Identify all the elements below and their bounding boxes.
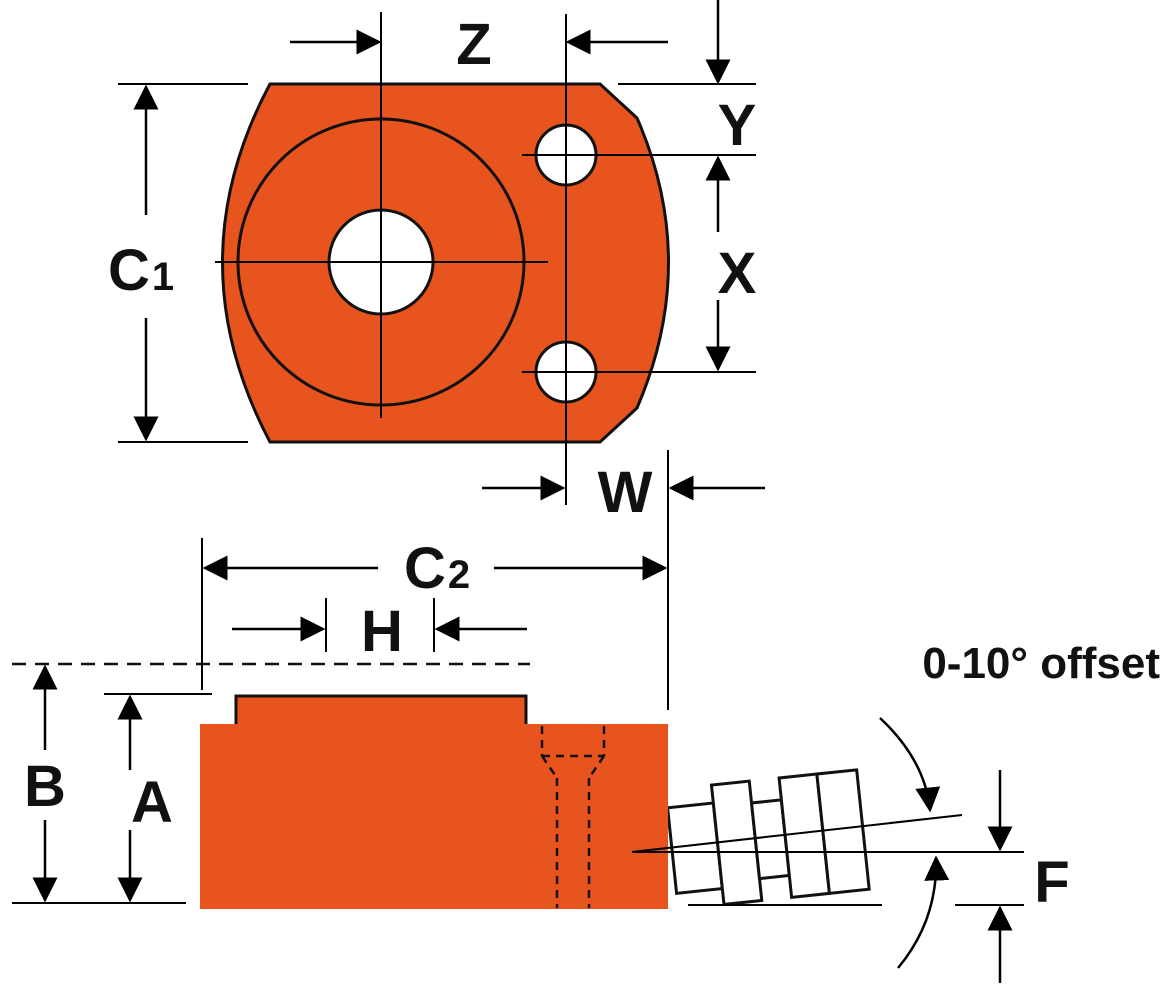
z-label: Z: [456, 12, 491, 77]
side-body: [200, 724, 668, 909]
offset-label: 0-10° offset: [922, 639, 1160, 688]
offset-arrow-upper: [879, 717, 941, 813]
f-label: F: [1034, 850, 1069, 915]
b-label: B: [24, 754, 66, 819]
offset-angle-line: [631, 814, 963, 853]
w-label: W: [598, 460, 653, 525]
top-button: [234, 694, 528, 730]
cable-fitting: [665, 768, 871, 907]
x-label: X: [718, 241, 757, 306]
offset-arrow-lower: [897, 855, 950, 969]
side-view: C2 H B A F 0-10° offset: [12, 536, 1160, 983]
y-label: Y: [718, 93, 757, 158]
h-label: H: [361, 599, 403, 664]
top-view: Z Y X W C1: [108, 0, 765, 710]
hidden-bolt-hole: [540, 726, 606, 908]
c1-label: C1: [108, 238, 174, 303]
c2-label: C2: [404, 536, 470, 601]
a-label: A: [131, 770, 173, 835]
